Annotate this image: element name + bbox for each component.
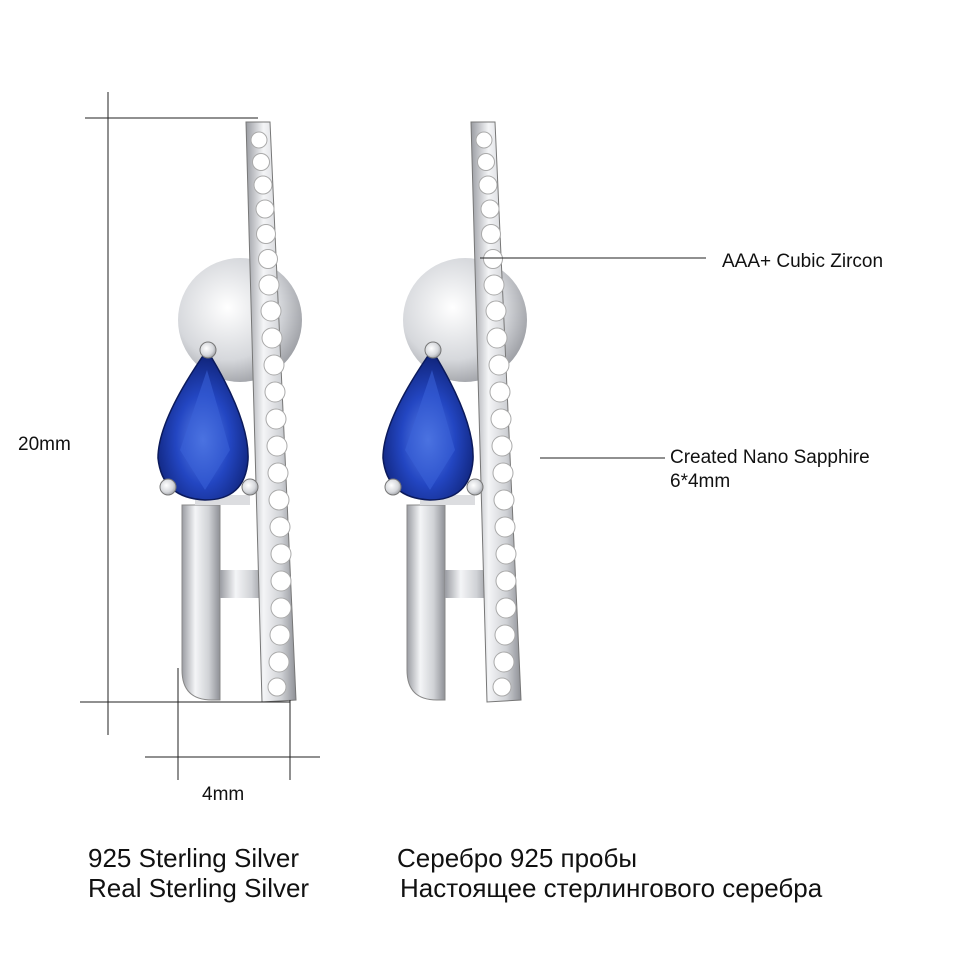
dimension-lines [80,92,706,780]
material-en-2: Real Sterling Silver [88,873,310,903]
material-ru-1: Серебро 925 пробы [397,843,638,873]
sapphire-size: 6*4mm [670,471,731,492]
height-dimension-label: 20mm [18,434,71,455]
material-en-1: 925 Sterling Silver [88,843,299,873]
width-dimension-label: 4mm [202,784,245,805]
left-earring [157,121,303,703]
right-earring [382,121,528,703]
sapphire-callout: Created Nano Sapphire [670,447,870,468]
material-ru-2: Настоящее стерлингового серебра [400,873,823,903]
zircon-callout: AAA+ Cubic Zircon [722,251,884,272]
